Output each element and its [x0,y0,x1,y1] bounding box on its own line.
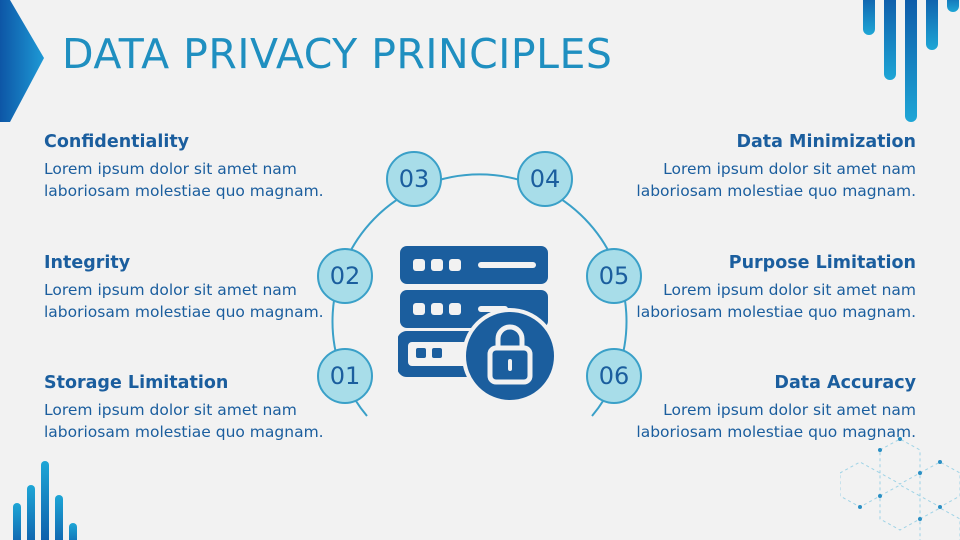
principle-item-storage-limitation: Storage Limitation Lorem ipsum dolor sit… [44,373,344,443]
step-number-01: 01 [317,348,373,404]
principle-description: Lorem ipsum dolor sit amet nam laboriosa… [44,281,324,321]
principle-item-purpose-limitation: Purpose Limitation Lorem ipsum dolor sit… [616,253,916,323]
step-number-05: 05 [586,248,642,304]
principle-title: Data Minimization [736,132,916,152]
principle-title: Data Accuracy [774,373,916,393]
page-title: DATA PRIVACY PRINCIPLES [62,30,613,78]
bottom-left-bars-decoration [13,461,77,540]
principle-title: Purpose Limitation [728,253,916,273]
hexagon-network-decoration [840,437,960,540]
principle-title: Integrity [44,253,131,273]
principle-description: Lorem ipsum dolor sit amet nam laboriosa… [636,281,916,321]
step-number-02: 02 [317,248,373,304]
principle-description: Lorem ipsum dolor sit amet nam laboriosa… [636,401,916,441]
principle-item-confidentiality: Confidentiality Lorem ipsum dolor sit am… [44,132,344,202]
principle-item-integrity: Integrity Lorem ipsum dolor sit amet nam… [44,253,344,323]
principle-description: Lorem ipsum dolor sit amet nam laboriosa… [44,401,324,441]
principle-item-data-accuracy: Data Accuracy Lorem ipsum dolor sit amet… [616,373,916,443]
connector-arc [331,173,628,417]
principle-title: Storage Limitation [44,373,229,393]
step-number-03: 03 [386,151,442,207]
principle-description: Lorem ipsum dolor sit amet nam laboriosa… [636,160,916,200]
corner-arrow-decoration [0,0,44,122]
top-right-bars-decoration [863,0,959,122]
step-number-04: 04 [517,151,573,207]
principle-item-data-minimization: Data Minimization Lorem ipsum dolor sit … [616,132,916,202]
principle-description: Lorem ipsum dolor sit amet nam laboriosa… [44,160,324,200]
step-number-06: 06 [586,348,642,404]
principle-title: Confidentiality [44,132,190,152]
server-lock-icon [398,246,558,404]
